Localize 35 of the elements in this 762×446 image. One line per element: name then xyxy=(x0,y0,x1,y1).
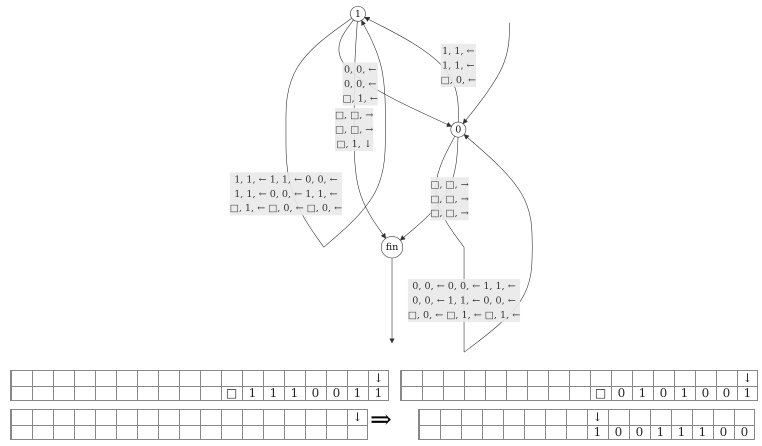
tape-symbol: □ xyxy=(224,386,238,401)
arrow xyxy=(389,258,395,344)
state-circle: fin xyxy=(380,236,404,258)
tape-symbol: 1 xyxy=(656,425,666,440)
tape-symbol: 0 xyxy=(700,386,710,401)
tape-symbol: 0 xyxy=(616,386,626,401)
state-diagram: 1, 1, ← 1, 1, ← 0, 0, ← 1, 1, ← 0, 0, ← 1, 1, ← □, 1, ← □, 0, ← □, 0, ← 0, 0, ← 0, 0, ← □, 1, ← 1, 1, ← 1, 1, ← □, 0, ← □, □, → □, □, → □, 1, ↓ 0, 0, ← 0, 0, ← 1, 1, ← 0, 0, ← 1, 1, ← 0, 0, ← □, 0, ← □, 1, ← □, 1, ← □, □, → □, □, → □, □, → 1 0 fin xyxy=(0,0,762,366)
head-marker: ↓ xyxy=(351,410,364,425)
head-marker: ↓ xyxy=(591,410,604,425)
tape-symbol: 1 xyxy=(592,425,602,440)
tape-symbol: 0 xyxy=(658,386,668,401)
state-circle: 1 xyxy=(350,6,366,22)
tape-symbol: 1 xyxy=(268,386,278,401)
tape-symbol: 1 xyxy=(638,386,648,401)
tape-symbol: 0 xyxy=(722,386,732,401)
tape-symbol: 1 xyxy=(374,386,384,401)
head-marker: ↓ xyxy=(741,371,754,386)
tape-symbol: 0 xyxy=(634,425,644,440)
head-marker: ↓ xyxy=(372,371,385,386)
tape-symbol: 1 xyxy=(742,386,752,401)
tape-symbol: □ xyxy=(594,386,608,401)
tape-symbol: 1 xyxy=(676,425,686,440)
tape-symbol: 1 xyxy=(248,386,258,401)
tape-symbol: 1 xyxy=(680,386,690,401)
tape-symbol: 0 xyxy=(740,425,750,440)
tape-symbol: 0 xyxy=(614,425,624,440)
tape-symbol: 1 xyxy=(698,425,708,440)
tape-symbol: 0 xyxy=(332,386,342,401)
tape-symbol: 1 xyxy=(352,386,362,401)
arrow xyxy=(462,22,510,124)
tape-symbol: 0 xyxy=(718,425,728,440)
implies-arrow: ⇒ xyxy=(370,405,392,435)
tape-symbol: 1 xyxy=(290,386,300,401)
state-circle: 0 xyxy=(450,122,466,138)
tape-symbol: 0 xyxy=(310,386,320,401)
